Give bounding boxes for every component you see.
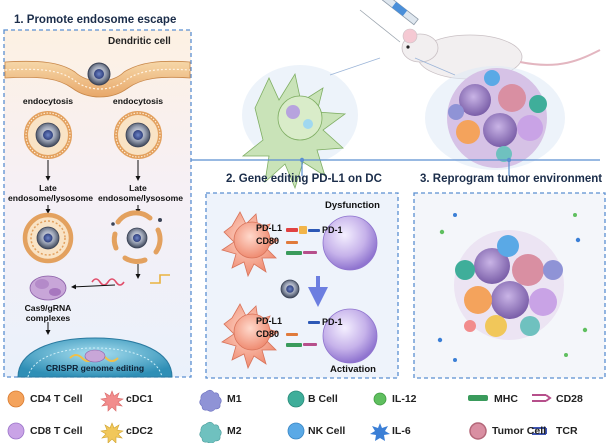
activation-label: Activation [330, 364, 376, 375]
dysfunction-label: Dysfunction [325, 200, 380, 211]
m2-icon [199, 421, 222, 443]
panel3-title: 3. Reprogram tumor environment [420, 173, 603, 185]
cd4-t-cell-icon [7, 390, 25, 408]
late-right-label-1: Late [129, 183, 147, 193]
late-right-label-2: endosome/lysosome [98, 193, 184, 203]
tumor-illustration [425, 66, 565, 170]
legend-mhc: MHC [494, 393, 518, 405]
cd8-t-cell-icon [7, 422, 25, 440]
t-cell-bottom [322, 308, 378, 364]
late-left-label-1: Late [39, 183, 57, 193]
grna-strand [91, 278, 125, 286]
legend-il12: IL-12 [392, 393, 417, 405]
reprogrammed-tumor [454, 230, 564, 340]
receptors-top [286, 226, 320, 255]
legend-m1: M1 [227, 393, 242, 405]
nucleus [17, 337, 173, 378]
pdl1-label-top: PD-L1 [256, 223, 283, 233]
cd28-icon [532, 394, 552, 402]
pdl1-label-bottom: PD-L1 [256, 316, 283, 326]
early-endosome-right [114, 111, 162, 159]
endocytosis-right-label: endocytosis [112, 96, 164, 106]
dendritic-cell-bottom [221, 303, 279, 370]
syringe-icon [359, 0, 419, 43]
late-left-label-2: endosome/lysosome [8, 193, 94, 203]
legend-cdc2: cDC2 [126, 425, 153, 437]
cd80-label-bottom: CD80 [256, 329, 280, 339]
arrow-to-complex [71, 284, 116, 290]
tcr-icon [532, 427, 547, 435]
legend-tumor-cell: Tumor Cell [492, 425, 547, 437]
m1-icon [199, 389, 222, 412]
legend-b-cell: B Cell [308, 393, 338, 405]
complex-label-2: complexes [25, 313, 71, 323]
mhc-icon [468, 395, 488, 401]
cell-membrane [4, 60, 191, 98]
legend-cd28: CD28 [556, 393, 583, 405]
legend-nk-cell: NK Cell [308, 425, 346, 437]
pd1-label-top: PD-1 [322, 225, 343, 235]
endocytosis-left-label: endocytosis [22, 96, 74, 106]
legend-m2: M2 [227, 425, 242, 437]
cytokine-dots [437, 213, 588, 362]
ruptured-endosome-right [111, 210, 163, 264]
nk-cell-icon [287, 422, 305, 440]
connector-lines [191, 57, 600, 176]
t-cell-top [322, 215, 378, 271]
il12-icon [373, 392, 387, 406]
late-endosome-left [22, 212, 74, 264]
pd1-label-bottom: PD-1 [322, 317, 343, 327]
cdc2-icon [100, 422, 124, 443]
tumor-cell-icon [469, 422, 487, 440]
cas9-complex [29, 275, 67, 301]
cdc1-icon [100, 390, 124, 412]
dendritic-cell-top [221, 211, 279, 278]
nanoparticle-membrane [87, 62, 111, 86]
legend-cd4-t-cell: CD4 T Cell [30, 393, 83, 405]
cas9-mrna-strand [150, 274, 170, 284]
legend-cd8-t-cell: CD8 T Cell [30, 425, 83, 437]
dendritic-cell-illustration [241, 65, 358, 190]
receptors-bottom [286, 321, 320, 347]
panel1-title: 1. Promote endosome escape [14, 14, 177, 26]
complex-label-1: Cas9/gRNA [24, 303, 72, 313]
panel2-title: 2. Gene editing PD-L1 on DC [226, 173, 382, 185]
early-endosome-left [24, 111, 72, 159]
legend-il6: IL-6 [392, 425, 411, 437]
legend-cdc1: cDC1 [126, 393, 153, 405]
legend-tcr: TCR [556, 425, 578, 437]
cd80-label-top: CD80 [256, 236, 280, 246]
nanoparticle-panel2 [280, 279, 300, 299]
dendritic-cell-label: Dendritic cell [108, 36, 171, 47]
il6-icon [370, 423, 390, 441]
b-cell-icon [287, 390, 305, 408]
nucleus-label: CRISPR genome editing [45, 363, 145, 373]
